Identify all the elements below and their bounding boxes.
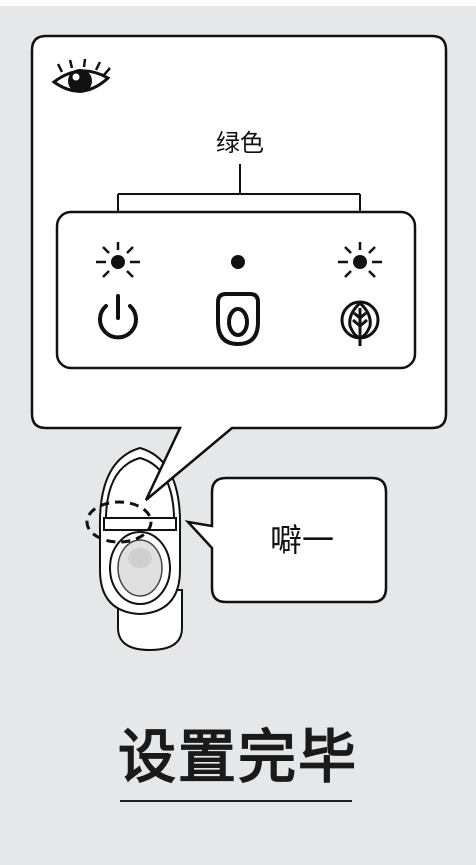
page-title: 设置完毕 [100,722,376,792]
seat-indicator-light [231,255,245,269]
sound-text: 噼一 [222,520,382,560]
title-underline [120,800,352,802]
color-label: 绿色 [200,128,280,158]
